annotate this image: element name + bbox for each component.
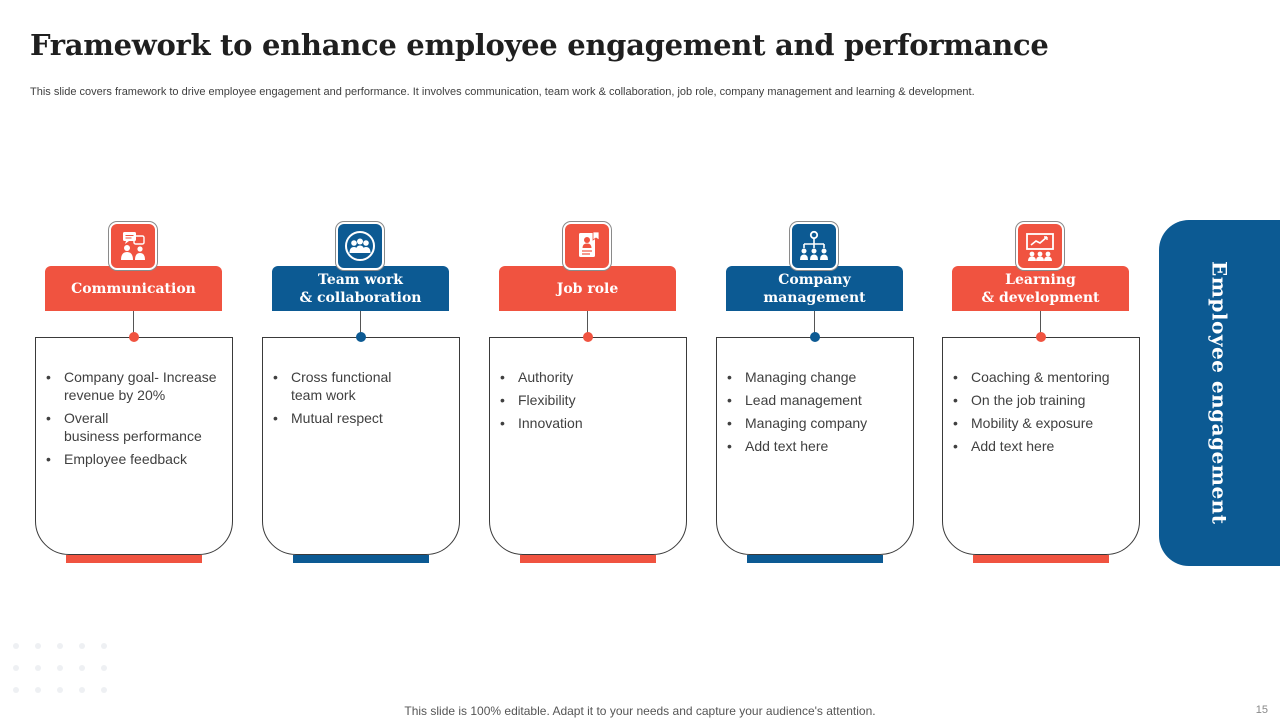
bullet-item: Innovation: [500, 414, 672, 432]
presentation-board-icon: [1016, 222, 1064, 270]
page-number: 15: [1255, 704, 1268, 716]
framework-column: CommunicationCompany goal- Increase reve…: [35, 222, 237, 567]
bullet-item: Lead management: [727, 391, 899, 409]
framework-column: Company managementManaging changeLead ma…: [716, 222, 918, 567]
connector-line: [587, 311, 588, 337]
bullet-list: Coaching & mentoring On the job trainingM…: [943, 338, 1139, 455]
bullet-item: Add text here: [727, 437, 899, 455]
column-card: Coaching & mentoring On the job trainingM…: [942, 337, 1140, 555]
bullet-item: Cross functional team work: [273, 368, 445, 404]
chat-people-icon: [109, 222, 157, 270]
column-header: Job role: [499, 266, 676, 311]
column-accent-bar: [293, 555, 429, 563]
bullet-list: Company goal- Increase revenue by 20% Ove…: [36, 338, 232, 468]
column-header: Company management: [726, 266, 903, 311]
slide-subtitle: This slide covers framework to drive emp…: [30, 86, 975, 98]
bullet-item: Coaching & mentoring: [953, 368, 1125, 386]
framework-column: Team work & collaborationCross functiona…: [262, 222, 464, 567]
column-header: Learning & development: [952, 266, 1129, 311]
bullet-item: Mobility & exposure: [953, 414, 1125, 432]
connector-dot: [1036, 332, 1046, 342]
column-card: Company goal- Increase revenue by 20% Ove…: [35, 337, 233, 555]
bullet-item: Managing change: [727, 368, 899, 386]
connector-line: [133, 311, 134, 337]
connector-line: [360, 311, 361, 337]
column-accent-bar: [66, 555, 202, 563]
bullet-item: Employee feedback: [46, 450, 218, 468]
connector-dot: [356, 332, 366, 342]
connector-line: [1040, 311, 1041, 337]
connector-dot: [583, 332, 593, 342]
bullet-list: Cross functional team workMutual respect: [263, 338, 459, 427]
bullet-item: Company goal- Increase revenue by 20%: [46, 368, 218, 404]
column-header: Team work & collaboration: [272, 266, 449, 311]
bullet-item: Overall business performance: [46, 409, 218, 445]
column-header: Communication: [45, 266, 222, 311]
column-card: Cross functional team workMutual respect: [262, 337, 460, 555]
column-accent-bar: [973, 555, 1109, 563]
bullet-item: Add text here: [953, 437, 1125, 455]
bullet-item: Mutual respect: [273, 409, 445, 427]
bullet-item: On the job training: [953, 391, 1125, 409]
framework-column: Job roleAuthorityFlexibilityInnovation: [489, 222, 691, 567]
document-role-icon: [563, 222, 611, 270]
bullet-item: Managing company: [727, 414, 899, 432]
framework-column: Learning & developmentCoaching & mentori…: [942, 222, 1144, 567]
column-accent-bar: [747, 555, 883, 563]
connector-dot: [810, 332, 820, 342]
org-hierarchy-icon: [790, 222, 838, 270]
decorative-dot-grid: [13, 643, 107, 693]
slide-title: Framework to enhance employee engagement…: [30, 28, 1049, 62]
slide-footer: This slide is 100% editable. Adapt it to…: [404, 704, 876, 718]
team-circle-icon: [336, 222, 384, 270]
bullet-list: Managing changeLead managementManaging c…: [717, 338, 913, 455]
employee-engagement-label: Employee engagement: [1207, 261, 1232, 525]
connector-dot: [129, 332, 139, 342]
connector-line: [814, 311, 815, 337]
column-card: AuthorityFlexibilityInnovation: [489, 337, 687, 555]
bullet-item: Authority: [500, 368, 672, 386]
employee-engagement-panel: Employee engagement: [1159, 220, 1280, 566]
bullet-item: Flexibility: [500, 391, 672, 409]
column-accent-bar: [520, 555, 656, 563]
column-card: Managing changeLead managementManaging c…: [716, 337, 914, 555]
bullet-list: AuthorityFlexibilityInnovation: [490, 338, 686, 432]
